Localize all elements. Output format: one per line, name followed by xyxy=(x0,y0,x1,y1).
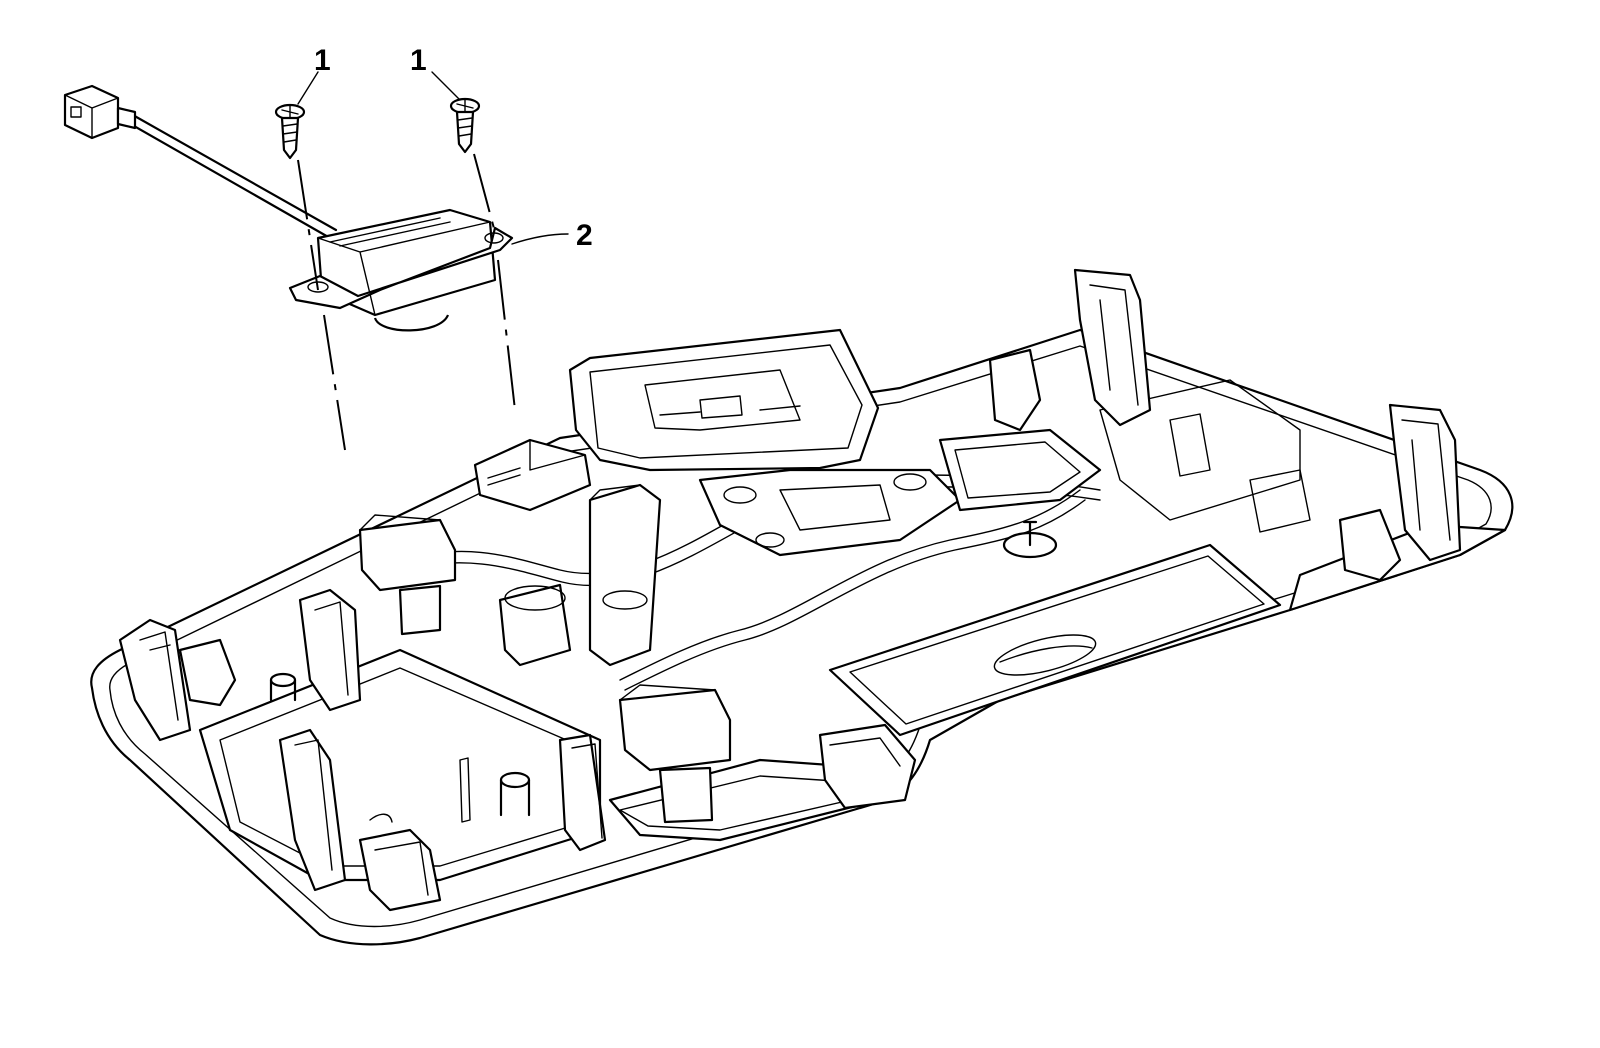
callout-label: 1 xyxy=(410,44,427,77)
module-assembly xyxy=(63,84,514,332)
installation-guide-lines xyxy=(297,153,516,451)
screw-right xyxy=(449,97,481,154)
clip-towers-right xyxy=(558,268,1462,852)
callout-module: 2 xyxy=(511,219,593,252)
screw-left xyxy=(274,103,306,160)
callout-label: 2 xyxy=(576,219,593,252)
callout-label: 1 xyxy=(314,44,331,77)
clip-towers-left xyxy=(118,588,442,912)
callout-screw-left: 1 xyxy=(297,44,331,105)
callout-screw-right: 1 xyxy=(410,44,461,101)
roof-console-housing xyxy=(90,268,1514,946)
harness-connector xyxy=(63,84,137,140)
